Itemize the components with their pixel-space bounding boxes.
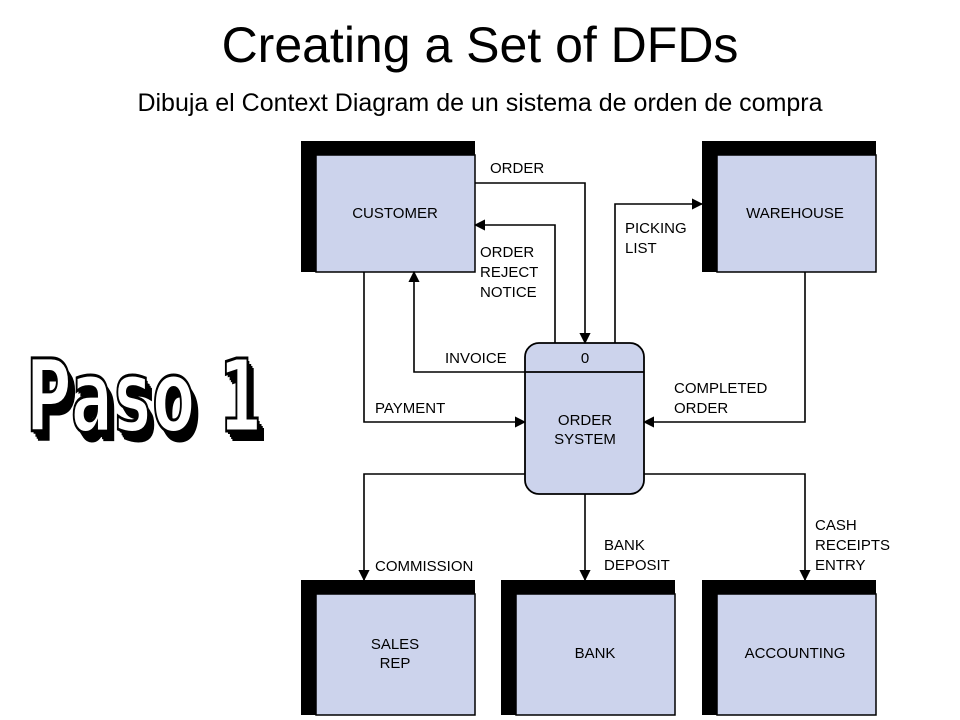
flow-order-label: ORDER: [490, 160, 544, 177]
flow-bank-deposit-label-1: BANK: [604, 537, 645, 554]
flow-cash-receipts-label-2: RECEIPTS: [815, 537, 890, 554]
slide-subtitle: Dibuja el Context Diagram de un sistema …: [137, 89, 823, 117]
flow-cash-receipts-line: [644, 473, 811, 582]
entity-accounting-label: ACCOUNTING: [745, 645, 846, 662]
flow-bank-deposit-label-2: DEPOSIT: [604, 557, 670, 574]
entity-accounting: ACCOUNTING: [702, 580, 877, 716]
flow-invoice-label: INVOICE: [445, 350, 507, 367]
flow-picking-list-label-2: LIST: [625, 240, 657, 257]
flow-completed-order-label-2: ORDER: [674, 400, 728, 417]
slide-title: Creating a Set of DFDs: [221, 17, 739, 73]
flow-picking-list-line: [614, 198, 704, 343]
flow-cash-receipts-label-3: ENTRY: [815, 557, 866, 574]
flow-order-line: [475, 182, 591, 345]
entity-sales-rep-label-1: SALES: [371, 636, 419, 653]
process-name-1: ORDER: [558, 412, 612, 429]
process-name-2: SYSTEM: [554, 431, 616, 448]
entity-warehouse-label: WAREHOUSE: [746, 205, 844, 222]
entity-sales-rep-label-2: REP: [380, 655, 411, 672]
flow-completed-order-line: [642, 272, 806, 428]
flow-invoice-line: [408, 270, 525, 373]
process-id: 0: [581, 350, 589, 367]
step-label: Paso 1: [25, 338, 264, 455]
flow-picking-list-label-1: PICKING: [625, 220, 687, 237]
entity-sales-rep: SALES REP: [301, 580, 476, 716]
process-order-system: 0 ORDER SYSTEM: [524, 342, 645, 495]
flow-commission-line: [358, 473, 525, 582]
flow-order-reject-label-3: NOTICE: [480, 284, 537, 301]
flow-cash-receipts-label-1: CASH: [815, 517, 857, 534]
flow-order-reject-label-1: ORDER: [480, 244, 534, 261]
flow-payment-line: [363, 272, 527, 428]
entity-bank: BANK: [501, 580, 676, 716]
flow-completed-order-label-1: COMPLETED: [674, 380, 768, 397]
flow-payment-label: PAYMENT: [375, 400, 445, 417]
flow-order-reject-line: [473, 219, 556, 343]
entity-warehouse: WAREHOUSE: [702, 141, 877, 273]
entity-customer: CUSTOMER: [301, 141, 476, 273]
entity-customer-label: CUSTOMER: [352, 205, 438, 222]
entity-bank-label: BANK: [575, 645, 616, 662]
flow-commission-label: COMMISSION: [375, 558, 473, 575]
flow-order-reject-label-2: REJECT: [480, 264, 538, 281]
